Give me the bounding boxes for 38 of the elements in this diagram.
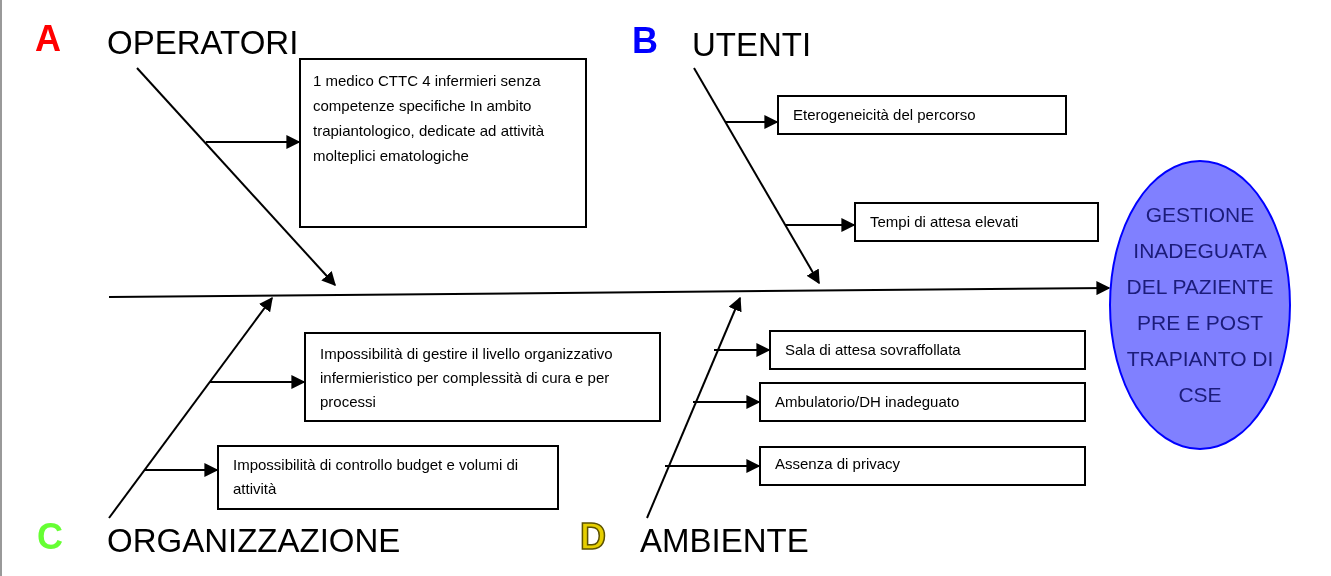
arrow <box>693 67 820 285</box>
cause-box <box>304 332 661 422</box>
category-letter: A <box>35 17 61 61</box>
category-label: AMBIENTE <box>640 522 809 559</box>
arrow <box>692 395 761 409</box>
cause-text: Assenza di privacy <box>775 455 901 472</box>
arrow <box>143 463 219 477</box>
cause-text: Ambulatorio/DH inadeguato <box>775 393 960 410</box>
arrow <box>646 296 742 519</box>
arrow <box>205 135 301 149</box>
arrow <box>724 115 779 129</box>
category-label: OPERATORI <box>107 24 299 61</box>
arrow <box>136 67 336 287</box>
arrow <box>784 218 856 232</box>
cause-box <box>759 382 1086 422</box>
cause-text: Eterogeneicità del percorso <box>793 106 976 123</box>
arrow <box>664 459 761 473</box>
arrow <box>108 281 1111 298</box>
category-label: ORGANIZZAZIONE <box>107 522 401 559</box>
cause-text: Impossibilità di controllo budget e volumi di attività <box>233 456 519 497</box>
category-letter: B <box>632 19 658 63</box>
cause-text: Tempi di attesa elevati <box>870 213 1019 230</box>
cause-box <box>299 58 587 228</box>
arrow <box>209 375 306 389</box>
cause-box <box>777 95 1067 135</box>
category-letter: C <box>37 515 63 559</box>
effect-text: GESTIONE INADEGUATA DEL PAZIENTE PRE E POST TRAPIANTO DI CSE <box>1125 202 1275 408</box>
cause-text: 1 medico CTTC 4 infermieri senza competenze specifiche In ambito trapiantologico, dedicate ad attività molteplici ematologiche <box>313 72 544 164</box>
cause-box <box>759 446 1086 486</box>
arrow <box>108 296 273 519</box>
arrow <box>713 343 771 357</box>
category-label: UTENTI <box>692 26 812 63</box>
cause-box <box>854 202 1099 242</box>
cause-box <box>769 330 1086 370</box>
cause-box <box>217 445 559 510</box>
cause-text: Sala di attesa sovraffollata <box>785 341 961 358</box>
cause-text: Impossibilità di gestire il livello organizzativo infermieristico per complessità di cura e per processi <box>320 345 613 410</box>
category-letter: D <box>580 515 606 559</box>
